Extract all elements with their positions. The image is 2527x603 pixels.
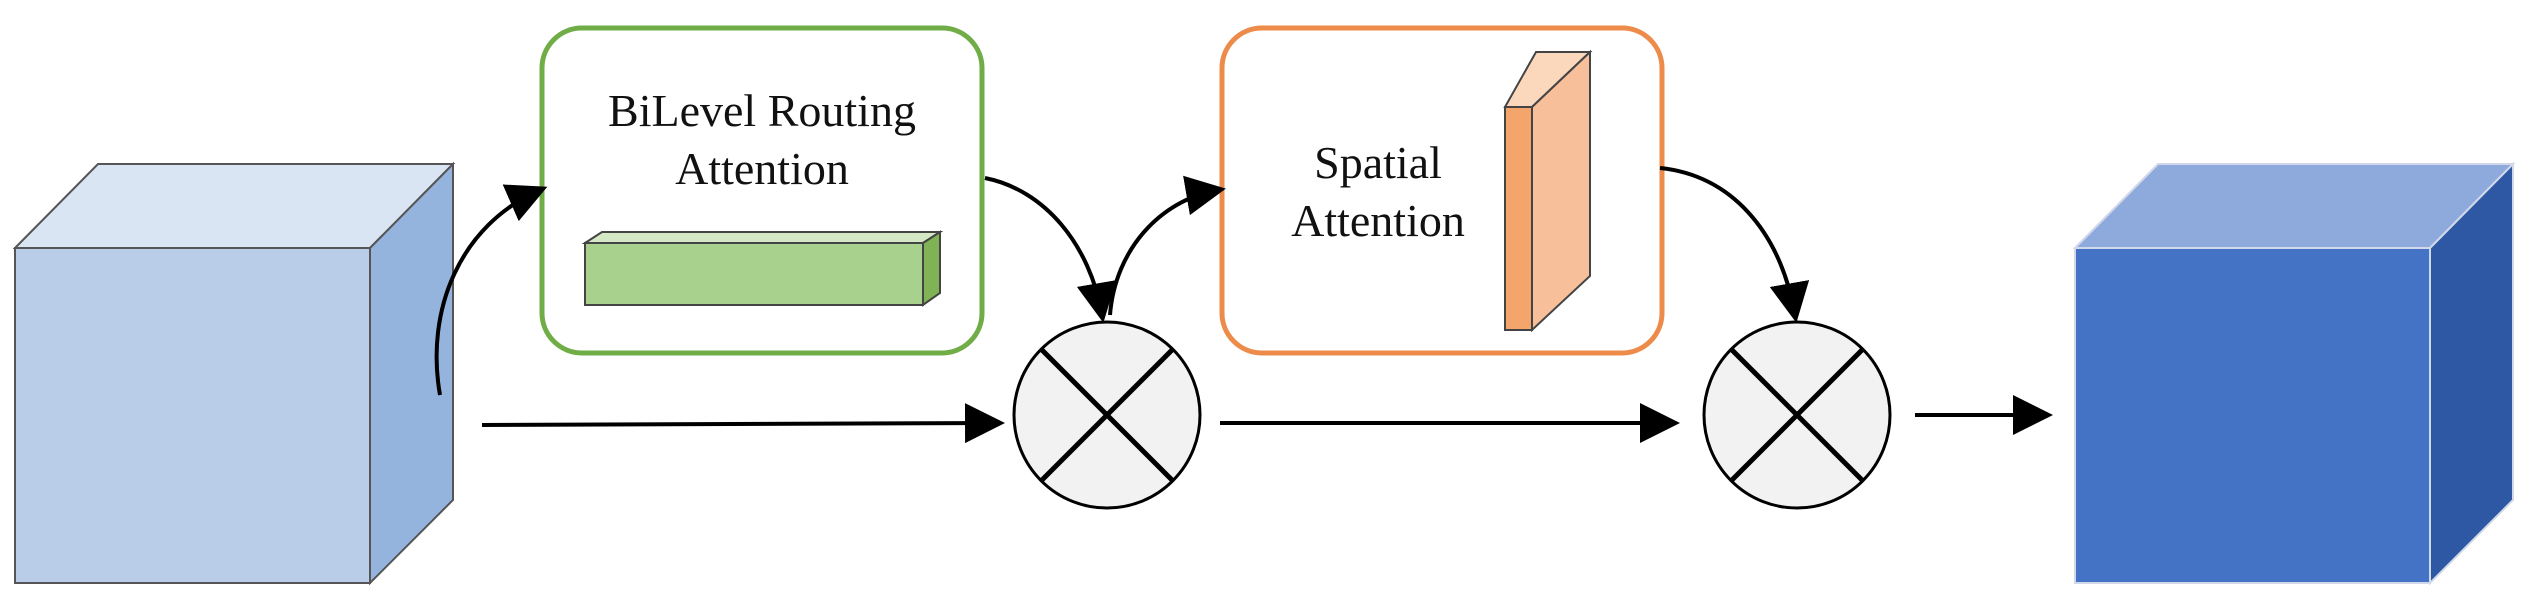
arrow-bilevel-to-multiply-1: [984, 176, 1117, 323]
bilevel-block-top: [581, 231, 944, 244]
spatial-map-block: [1503, 49, 1593, 333]
bilevel-token-block: [581, 230, 944, 307]
output-feature-cube: [2072, 161, 2516, 586]
multiply-operator-2: [1702, 320, 1892, 510]
multiply-operator-1: [1012, 320, 1202, 510]
arrow-spatial-to-multiply-2: [1659, 166, 1810, 323]
arrow-input-to-multiply-1: [481, 403, 1005, 444]
spatial-block-front: [1504, 106, 1533, 331]
bilevel-module-title-line1: BiLevel Routing: [608, 85, 916, 136]
input-feature-cube: [12, 161, 456, 586]
spatial-module-title-line1: Spatial: [1314, 137, 1442, 188]
bilevel-block-front: [584, 242, 924, 306]
spatial-module-title-line2: Attention: [1291, 195, 1465, 246]
multiply-cross-2b: [1729, 347, 1865, 483]
bilevel-routing-attention-module: BiLevel Routing Attention: [539, 25, 985, 356]
output-cube-front: [2074, 247, 2431, 584]
arrow-input-to-bilevel: [434, 184, 548, 396]
arrow-multiply-1-to-spatial: [1108, 175, 1226, 316]
multiply-cross-1b: [1039, 347, 1175, 483]
spatial-attention-module: Spatial Attention: [1219, 25, 1665, 356]
spatial-module-frame: [1219, 25, 1665, 356]
input-cube-front: [14, 247, 371, 584]
flow-arrows: [434, 166, 2053, 444]
bilevel-block-side: [922, 230, 941, 307]
bilevel-module-title-line2: Attention: [675, 143, 849, 194]
